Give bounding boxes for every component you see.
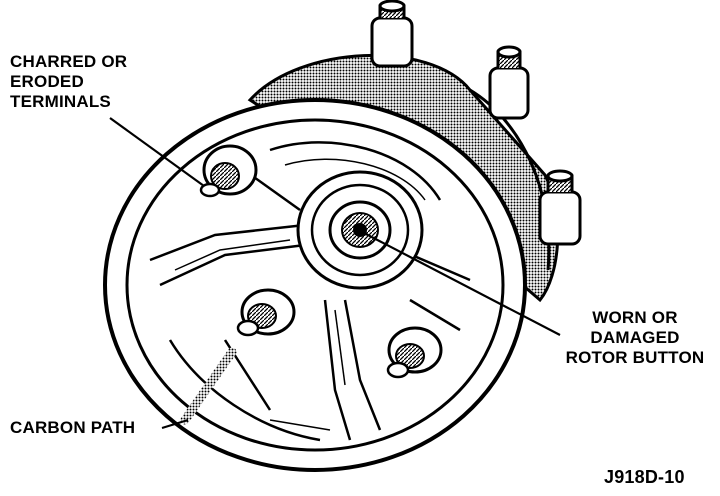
label-line: ERODED	[10, 72, 84, 91]
label-carbon-path: CARBON PATH	[10, 418, 136, 437]
label-line: WORN OR	[592, 308, 678, 327]
label-charred-terminals: CHARRED OR ERODED TERMINALS	[10, 52, 160, 112]
terminal-lower-right	[386, 326, 443, 379]
leader-rotor-button	[365, 233, 561, 336]
interior-ribs	[149, 141, 471, 442]
leader-lines	[109, 117, 561, 430]
carbon-path-streak	[180, 347, 237, 425]
figure-code: J918D-10	[604, 467, 685, 487]
leader-charred-terminals	[109, 117, 205, 187]
label-line: CHARRED OR	[10, 52, 128, 71]
rotor-button	[296, 170, 424, 290]
label-line: TERMINALS	[10, 92, 111, 111]
tower-top-right	[488, 45, 530, 120]
tower-side	[538, 169, 582, 246]
label-line: DAMAGED	[590, 328, 680, 347]
tower-top-left	[370, 0, 414, 68]
label-line: ROTOR BUTTON	[565, 348, 705, 367]
terminal-lower-middle	[236, 288, 296, 337]
terminal-upper-left	[199, 144, 258, 198]
label-rotor-button: WORN OR DAMAGED ROTOR BUTTON	[560, 308, 710, 368]
leader-carbon-path	[161, 418, 189, 430]
rib-grooves	[174, 158, 426, 431]
